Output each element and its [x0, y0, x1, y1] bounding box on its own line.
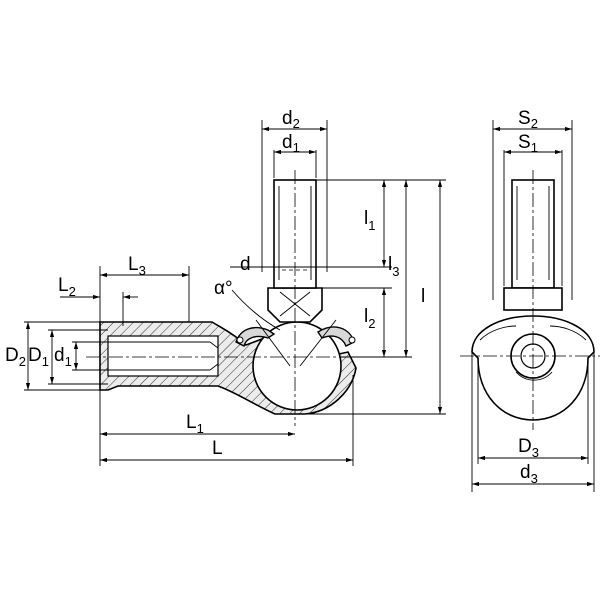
label-l1: l1: [364, 208, 375, 233]
label-d3: d3: [520, 462, 538, 486]
label-d1-left: d1: [54, 345, 72, 369]
label-L3: L3: [128, 254, 146, 278]
label-S1: S1: [518, 132, 538, 155]
label-l3: l3: [388, 254, 399, 279]
label-L: L: [212, 438, 223, 459]
label-d1-top: d1: [282, 132, 300, 155]
label-D1: D1: [28, 345, 49, 369]
label-D3: D3: [518, 436, 539, 460]
label-D2: D2: [5, 345, 26, 369]
label-d: d: [240, 254, 251, 275]
side-view: d2 d1 l1 l3 l l2 d α° L3 L2: [5, 108, 446, 466]
thread-bore: [107, 335, 219, 377]
label-L2: L2: [58, 275, 76, 299]
label-S2: S2: [518, 108, 538, 131]
label-L1: L1: [186, 412, 204, 436]
front-view: S2 S1 D3 d3: [460, 108, 600, 492]
label-alpha: α°: [214, 278, 233, 299]
label-l2: l2: [364, 306, 375, 331]
label-l: l: [421, 286, 425, 307]
label-d2-top: d2: [282, 108, 300, 131]
